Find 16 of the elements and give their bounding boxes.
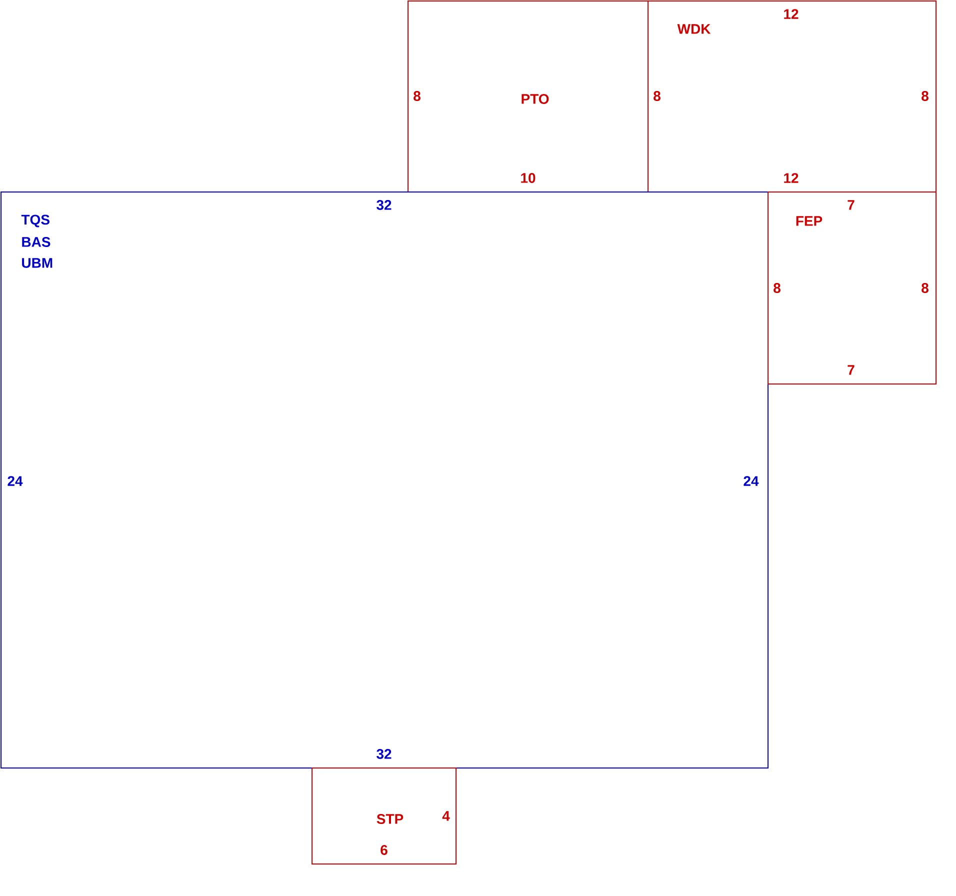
dimension-label: 12 [784,173,798,183]
dimension-label: 24 [8,476,23,486]
dimension-label: 7 [848,365,854,375]
dimension-label: 7 [848,200,854,210]
dimension-label: 8 [922,91,928,101]
dimension-label: 12 [784,9,798,19]
dimension-label: 10 [521,173,536,183]
dimension-label: 32 [376,200,392,210]
dimension-label: 6 [380,845,388,855]
dimension-label: 8 [774,283,780,293]
dimension-label: 4 [442,811,450,821]
dimension-label: 8 [654,91,660,101]
dimension-label: 8 [922,283,928,293]
dimension-label: 24 [744,476,759,486]
dimension-label: 32 [376,749,392,759]
dimension-label: 8 [414,91,420,101]
